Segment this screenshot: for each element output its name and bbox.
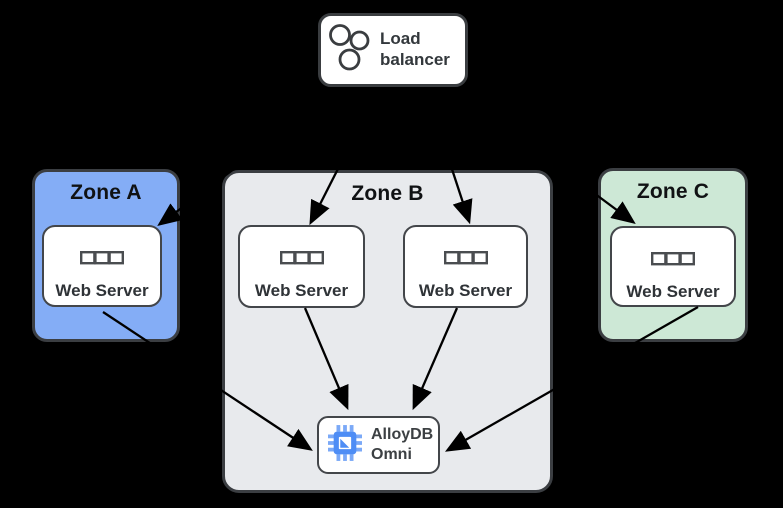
zone-c-title: Zone C [636, 180, 710, 203]
server-icon [443, 251, 488, 270]
server-icon [651, 252, 696, 271]
server-icon [279, 251, 324, 270]
alloydb-label-line1: AlloyDB [371, 426, 434, 444]
web-server-label: Web Server [418, 281, 513, 300]
zone-c: Zone C Web Server [598, 168, 748, 342]
web-server-label: Web Server [626, 282, 720, 301]
load-balancer-icon [327, 21, 373, 80]
zone-a-web-server-node: Web Server [42, 225, 162, 307]
alloydb-label-line2: Omni [371, 446, 412, 463]
load-balancer-node: Load balancer [318, 13, 468, 87]
zone-a: Zone A Web Server [32, 169, 180, 342]
load-balancer-label: Load balancer [380, 29, 450, 69]
alloydb-omni-label: AlloyDB Omni [371, 425, 433, 464]
web-server-label: Web Server [254, 281, 349, 300]
zone-b-title: Zone B [351, 182, 424, 205]
zone-b-web-server-node-1: Web Server [238, 225, 365, 308]
web-server-label: Web Server [55, 281, 149, 300]
zone-a-title: Zone A [70, 181, 142, 204]
alloydb-chip-icon [328, 424, 362, 467]
zone-b-web-server-node-2: Web Server [403, 225, 528, 308]
zone-c-web-server-node: Web Server [610, 226, 736, 307]
alloydb-omni-node: AlloyDB Omni [317, 416, 440, 474]
zone-b: Zone B Web Server Web Server [222, 170, 553, 493]
server-icon [80, 251, 125, 270]
